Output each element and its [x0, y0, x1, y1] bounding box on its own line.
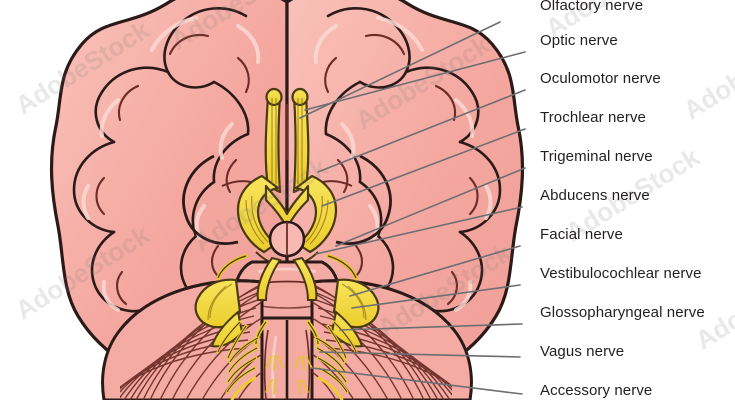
leader-line-trigeminal: [335, 167, 526, 247]
label-vagus-nerve: Vagus nerve: [540, 343, 625, 360]
label-abducens-nerve: Abducens nerve: [540, 187, 650, 204]
leader-line-trochlear: [321, 128, 526, 207]
leader-line-vestibulocochlear: [351, 284, 521, 309]
label-glossopharyngeal-nerve: Glossopharyngeal nerve: [540, 304, 705, 321]
label-optic-nerve: Optic nerve: [540, 32, 618, 49]
leader-line-oculomotor: [317, 89, 526, 173]
label-oculomotor-nerve: Oculomotor nerve: [540, 70, 661, 87]
label-trochlear-nerve: Trochlear nerve: [540, 109, 646, 126]
label-vestibulocochlear-nerve: Vestibulocochlear nerve: [540, 265, 702, 282]
label-olfactory-nerve: Olfactory nerve: [540, 0, 644, 14]
leader-line-optic: [304, 51, 526, 111]
label-trigeminal-nerve: Trigeminal nerve: [540, 148, 653, 165]
olfactory-and-optic-nerves: [236, 87, 338, 254]
leader-line-facial: [349, 245, 521, 297]
cranial-nerve-roots: [194, 254, 380, 400]
leader-line-vagus: [319, 351, 521, 358]
label-facial-nerve: Facial nerve: [540, 226, 623, 243]
leader-line-abducens: [315, 206, 523, 255]
label-accessory-nerve: Accessory nerve: [540, 382, 653, 399]
leader-line-glossopharyngeal: [339, 323, 523, 331]
leader-lines: [299, 21, 526, 395]
leader-line-accessory: [311, 367, 523, 395]
